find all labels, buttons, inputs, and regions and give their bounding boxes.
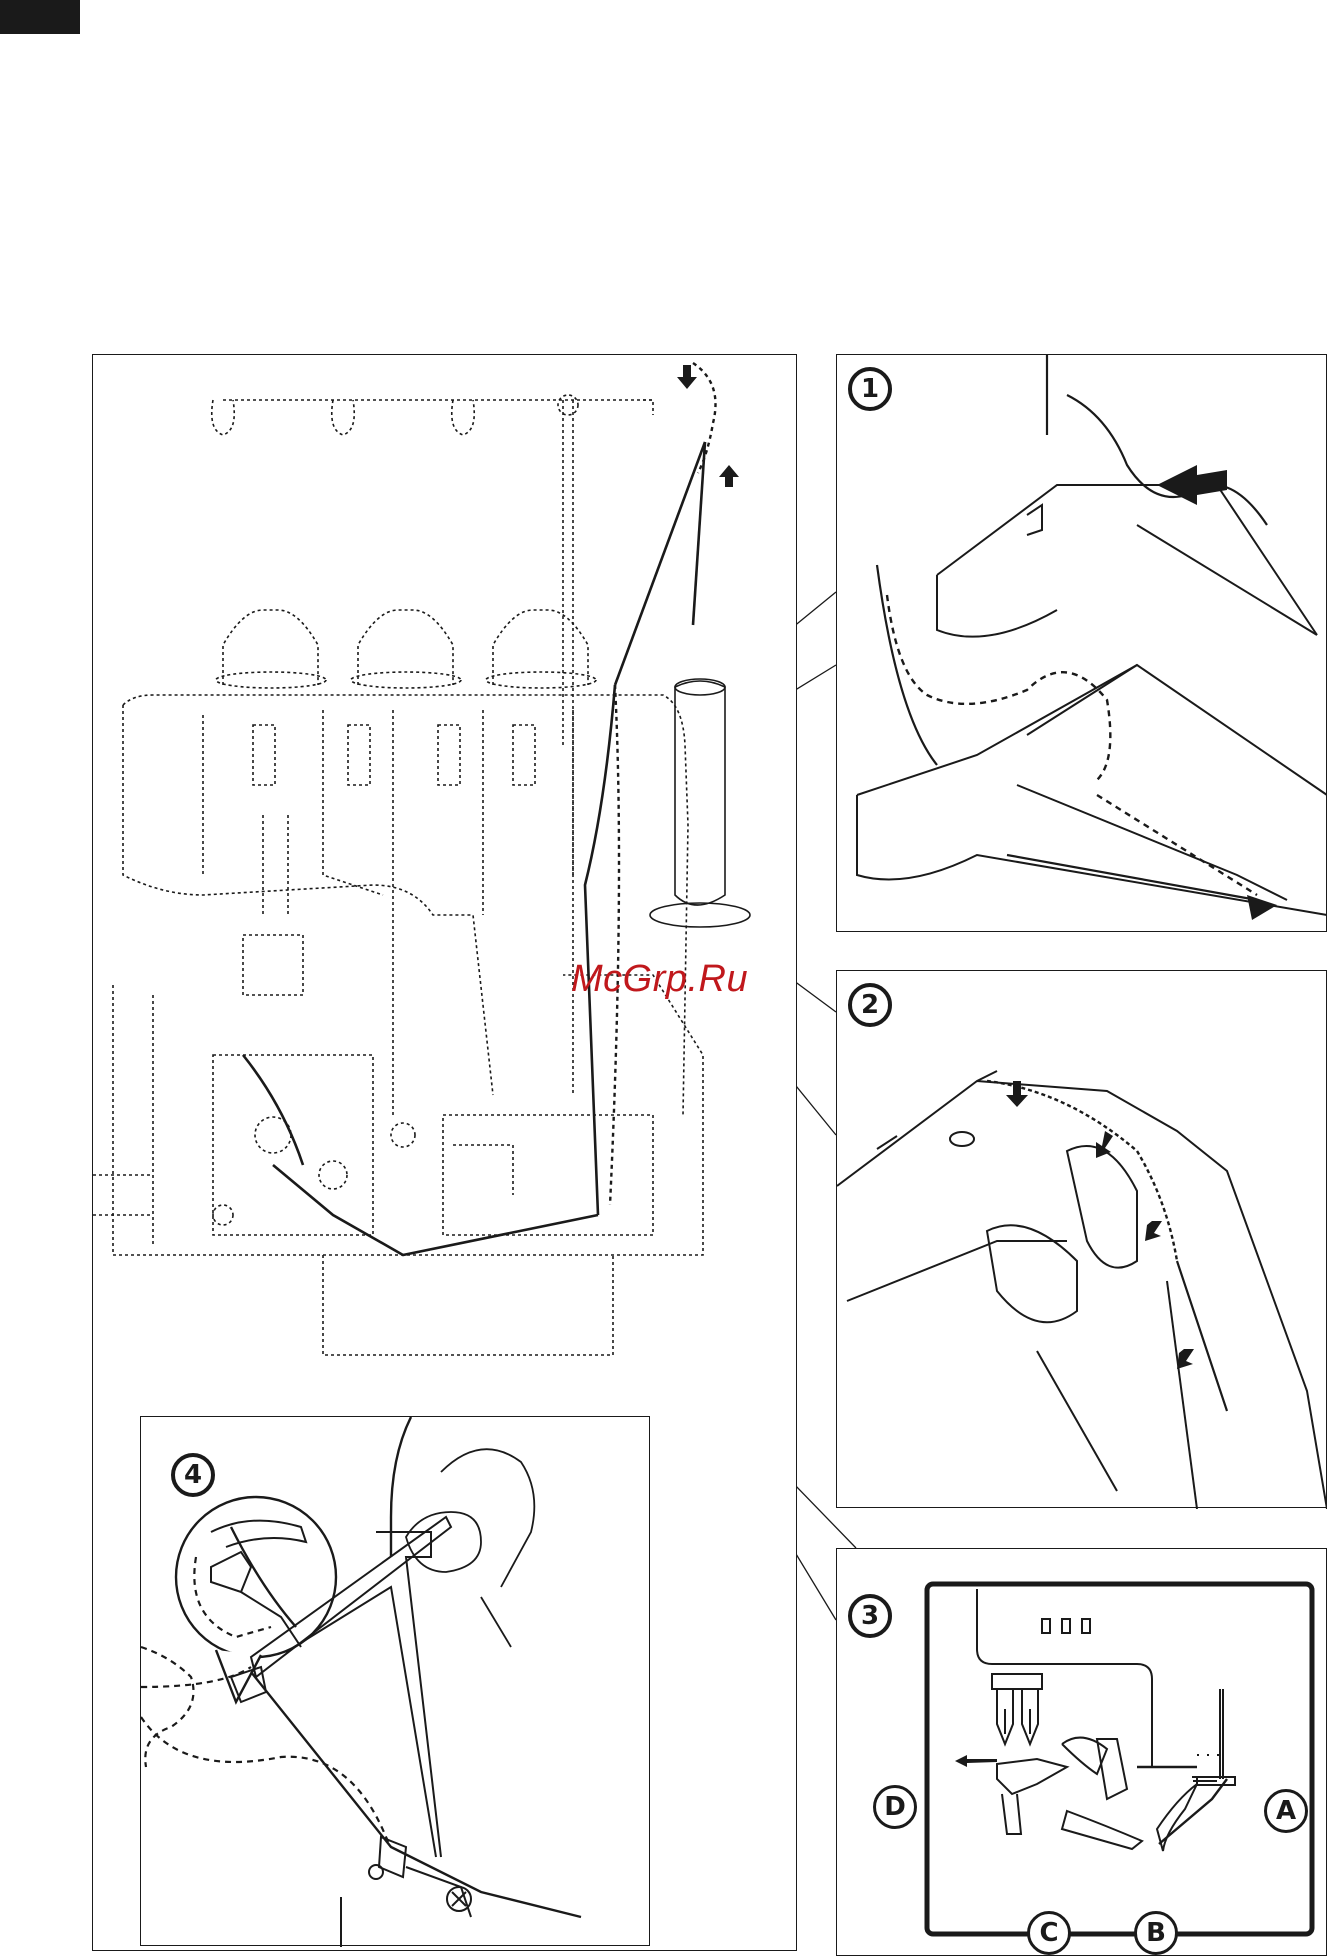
detail-panel-1: 1 xyxy=(836,354,1327,932)
guide-label-b: B xyxy=(1134,1911,1178,1955)
step-2-badge: 2 xyxy=(848,983,892,1027)
step-4-badge: 4 xyxy=(171,1453,215,1497)
guide-label-d: D xyxy=(873,1785,917,1829)
watermark-text: McGrp.Ru xyxy=(571,958,748,1001)
guide-label-a: A xyxy=(1264,1789,1308,1833)
detail-panel-4: 4 xyxy=(140,1416,650,1946)
guide-label-c: C xyxy=(1027,1911,1071,1955)
detail-panel-2: 2 xyxy=(836,970,1327,1508)
step-3-badge: 3 xyxy=(848,1594,892,1638)
step-1-badge: 1 xyxy=(848,367,892,411)
detail-panel-3: 3 A B C D xyxy=(836,1548,1327,1956)
